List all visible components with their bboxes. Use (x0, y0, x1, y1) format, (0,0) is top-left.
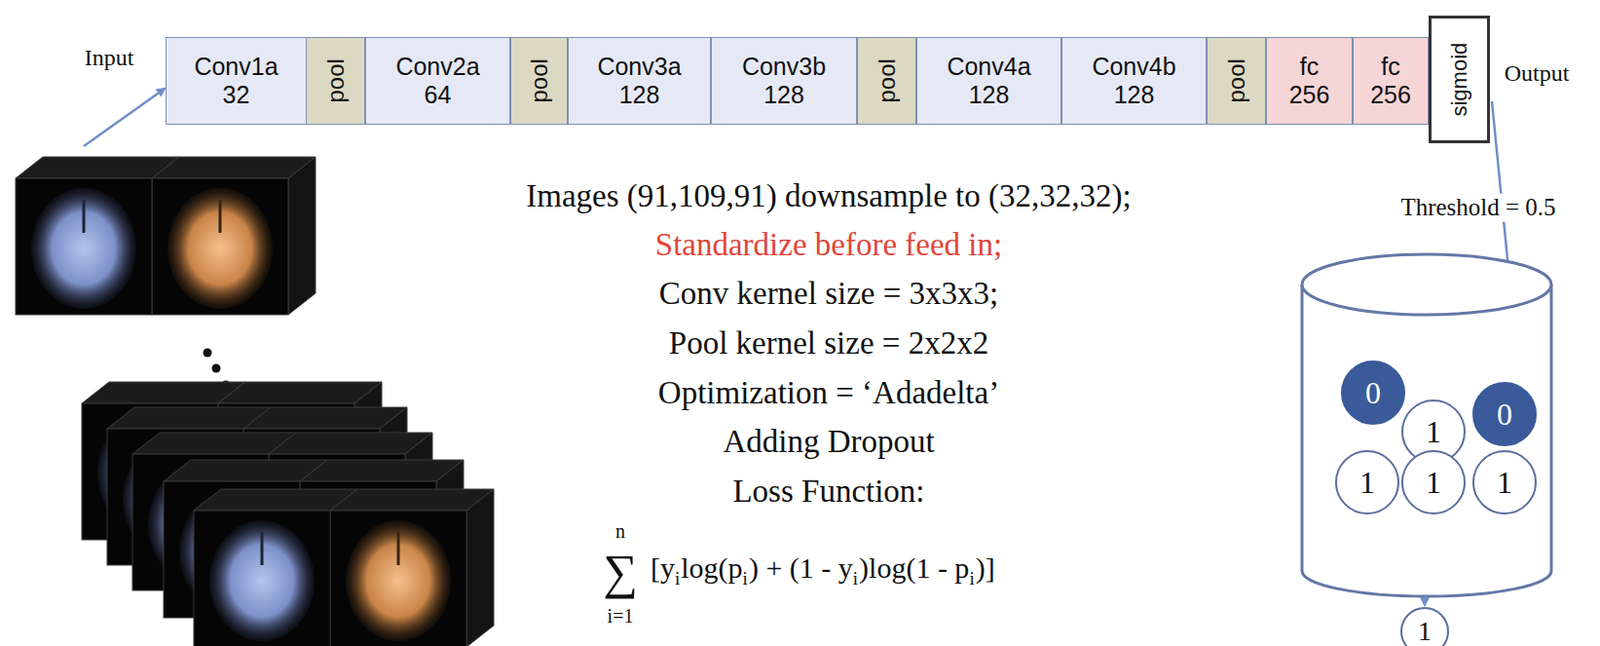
loss-formula: [yilog(pi) + (1 - yi)log(1 - pi)] (650, 551, 996, 585)
layer-size: 32 (223, 80, 251, 110)
layer-name: Conv3a (596, 52, 681, 81)
formula-term: ) + (1 - y (748, 551, 854, 585)
formula-term: )log(1 - p (858, 551, 969, 585)
note-text: Images (91,109,91) downsample to (32,32,… (525, 178, 1131, 216)
formula-subscript: i (674, 567, 680, 590)
formula-subscript: i (968, 567, 974, 590)
threshold-label: Threshold = 0.5 (1396, 193, 1560, 223)
conv-layer: Conv3a128 (567, 37, 711, 125)
note-text: Standardize before feed in; (655, 226, 1003, 264)
note-text: Optimization = ‘Adadelta’ (658, 374, 1000, 412)
sum-symbol: ∑ (602, 544, 638, 601)
pool-layer: pool (510, 37, 568, 125)
sigmoid-layer: sigmoid (1428, 15, 1490, 144)
layer-size: 128 (619, 80, 661, 110)
layer-name: 1 (1425, 464, 1442, 501)
conv-layer: Conv3b128 (710, 37, 857, 125)
output-label: Output (1504, 60, 1570, 88)
pool-layer: pool (856, 37, 917, 125)
pool-layer: pool (1206, 37, 1266, 125)
label-ball: 1 (1401, 449, 1466, 515)
layer-size: 256 (1289, 80, 1331, 110)
note-text: Pool kernel size = 2x2x2 (669, 325, 989, 363)
fc-layer: fc256 (1352, 37, 1429, 125)
layer-name: sigmoid (1447, 42, 1472, 117)
layer-name: 0 (1496, 396, 1513, 433)
output-ball: 1 (1400, 606, 1450, 646)
formula-term: log(p (680, 551, 743, 585)
layer-name: 1 (1496, 464, 1513, 501)
label-ball: 1 (1335, 449, 1400, 515)
sum-lower-limit: i=1 (607, 604, 634, 628)
layer-name: 1 (1417, 615, 1432, 646)
layer-name: Conv4b (1091, 52, 1176, 81)
conv-layer: Conv4a128 (916, 37, 1062, 125)
pool-layer: pool (305, 37, 366, 125)
layer-name: pool (1223, 58, 1251, 103)
conv-layer: Conv4b128 (1061, 37, 1207, 125)
label-ball: 0 (1340, 360, 1406, 425)
input-label: Input (84, 44, 135, 73)
conv-layer: Conv1a32 (165, 37, 307, 125)
fc-layer: fc256 (1265, 37, 1353, 125)
formula-term: )] (975, 551, 996, 585)
conv-layer: Conv2a64 (365, 37, 511, 125)
note-text: Loss Function: (732, 473, 925, 511)
layer-name: Conv3b (742, 52, 826, 81)
layer-name: 1 (1359, 464, 1376, 501)
layer-name: pool (873, 58, 901, 103)
formula-term: [y (650, 551, 675, 585)
formula-subscript: i (853, 567, 858, 590)
layer-size: 128 (968, 80, 1010, 110)
label-ball: 0 (1472, 381, 1537, 447)
layer-name: Conv2a (395, 52, 480, 81)
layer-size: 256 (1370, 80, 1412, 110)
layer-size: 128 (763, 80, 805, 110)
note-text: Adding Dropout (722, 423, 934, 461)
note-text: Conv kernel size = 3x3x3; (659, 275, 1000, 313)
layer-name: pool (525, 58, 554, 103)
layer-name: Conv4a (946, 52, 1031, 81)
layer-name: fc (1300, 52, 1319, 81)
formula-subscript: i (743, 567, 748, 590)
sum-upper-limit: n (615, 520, 626, 543)
layer-name: 1 (1425, 413, 1442, 450)
layer-name: 0 (1365, 374, 1381, 411)
label-ball: 1 (1472, 449, 1537, 515)
layer-name: Conv1a (193, 52, 278, 81)
layer-size: 128 (1114, 80, 1155, 110)
layer-name: pool (322, 58, 350, 103)
layer-size: 64 (424, 80, 452, 110)
layer-name: fc (1380, 52, 1400, 81)
